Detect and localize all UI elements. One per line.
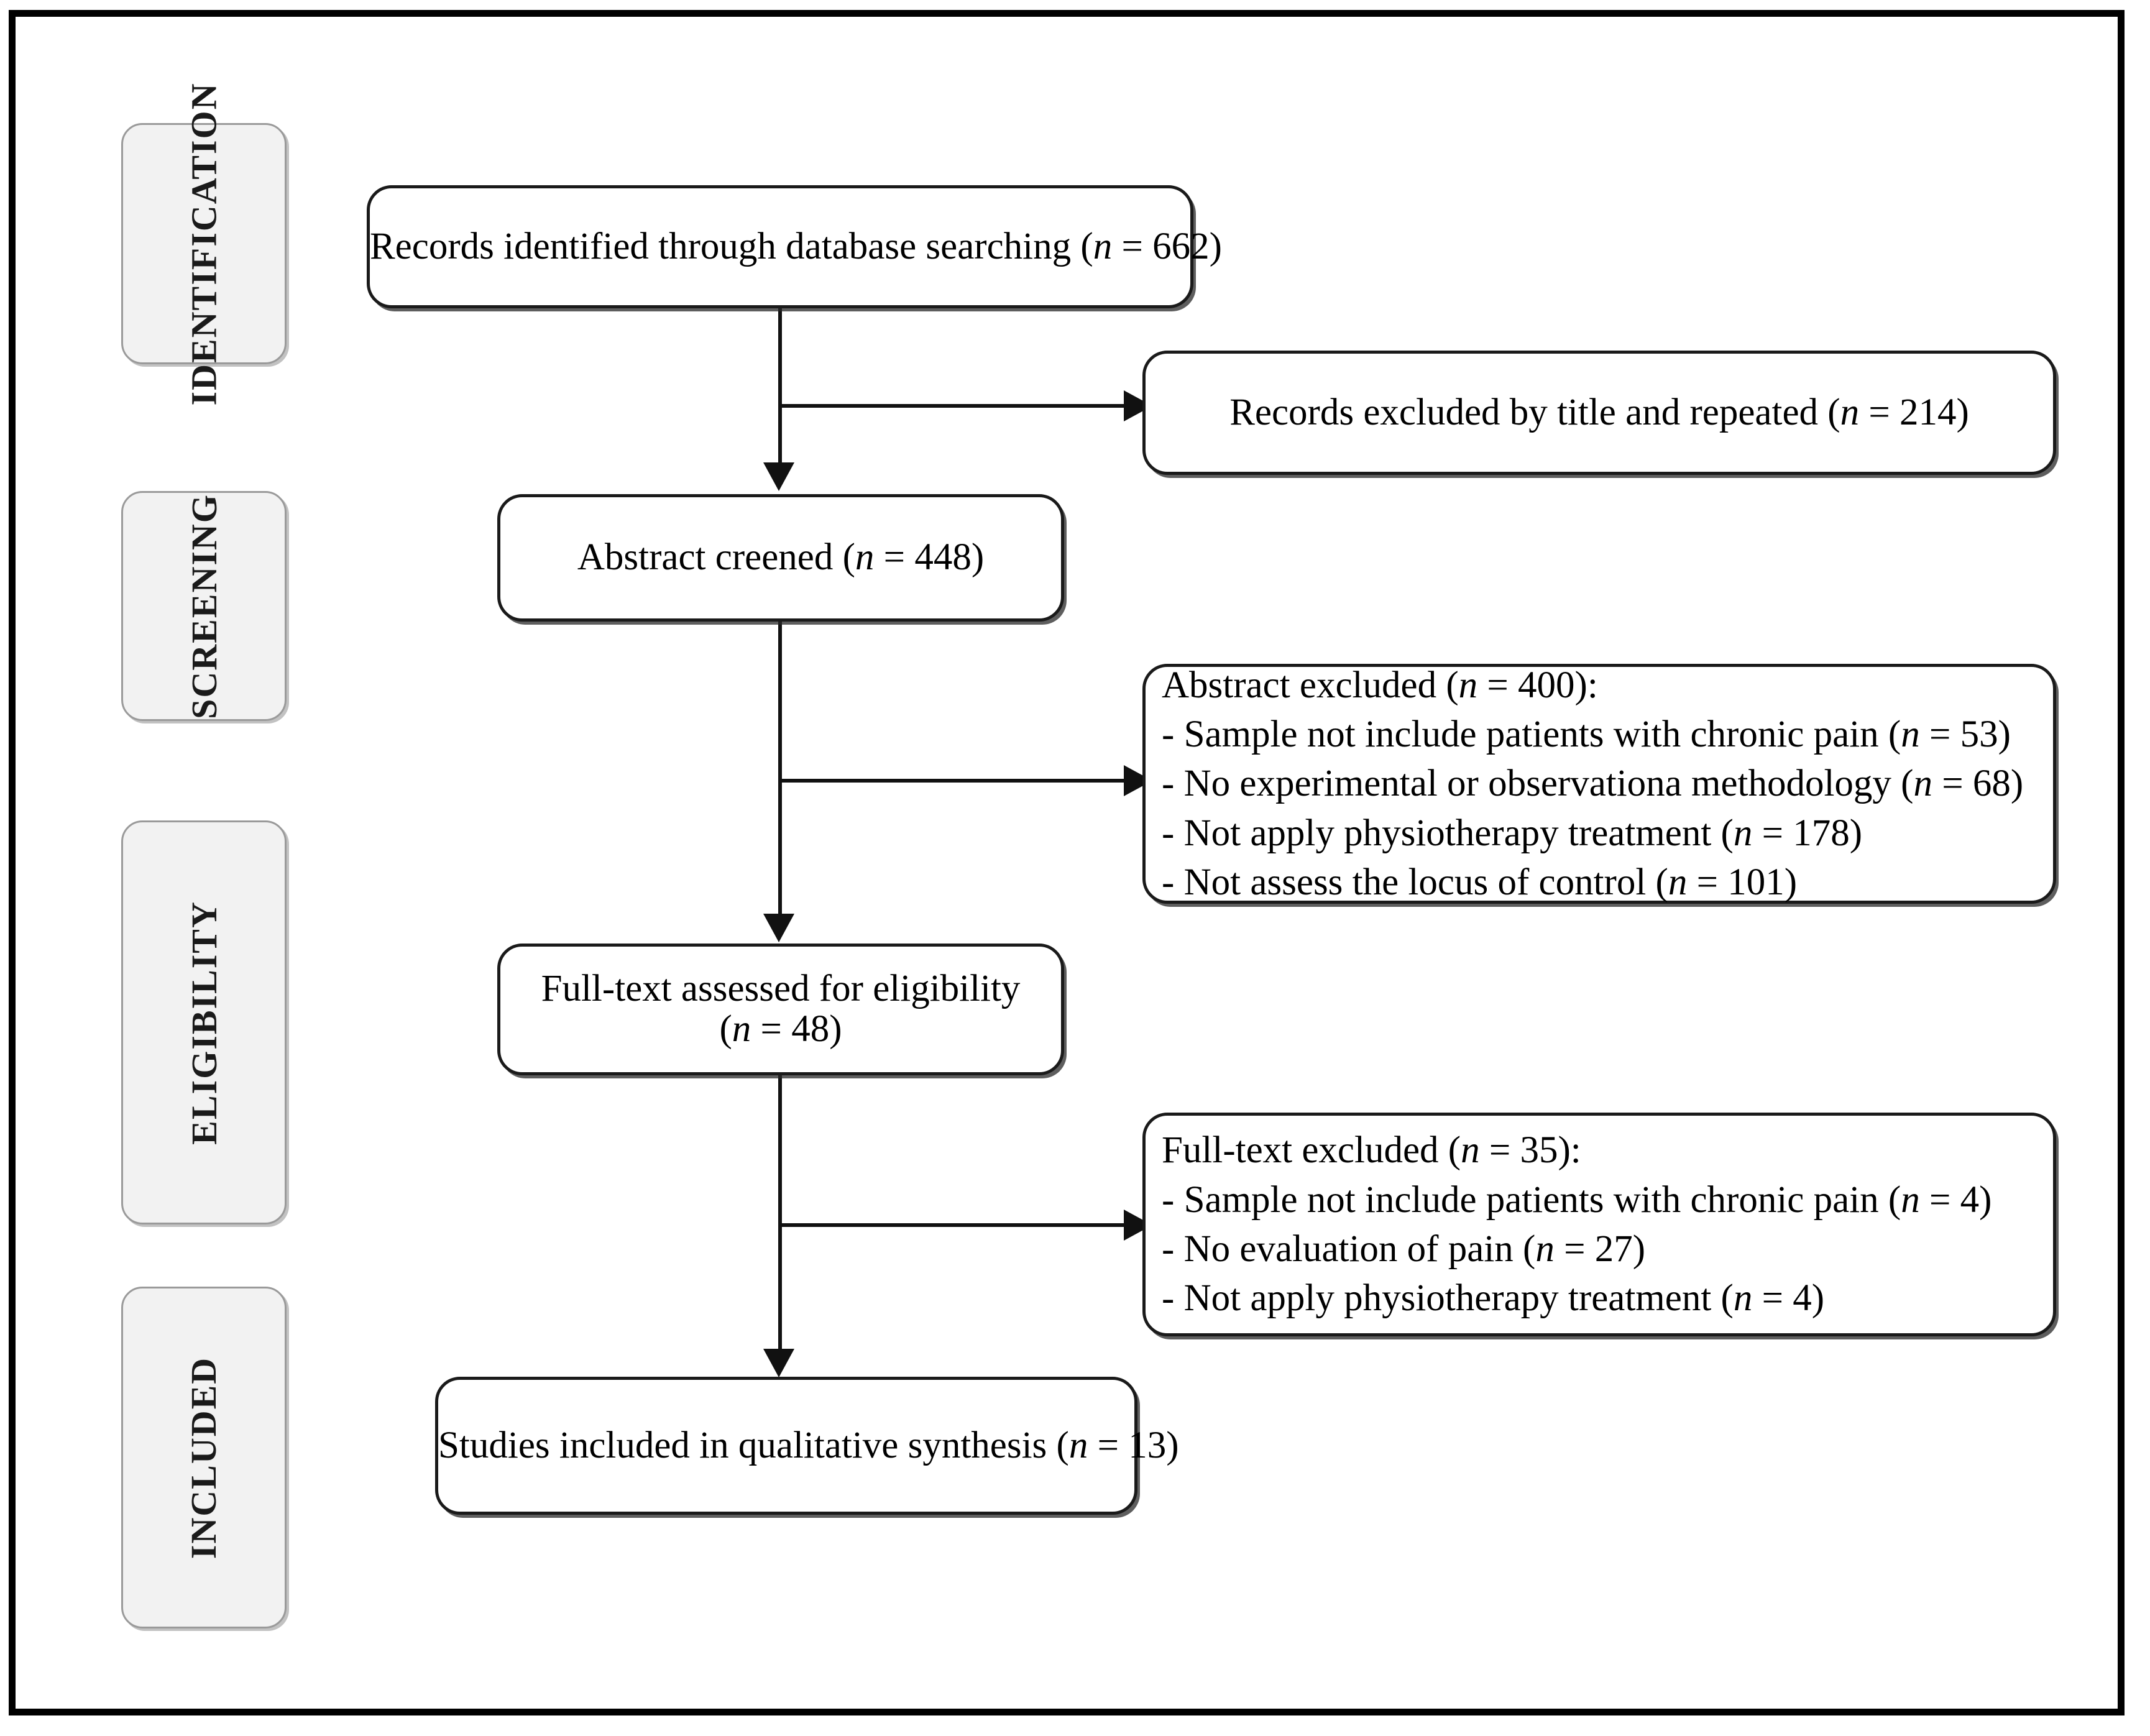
stage-box-identification: IDENTIFICATION (121, 82, 287, 405)
node-line: Records identified through database sear… (370, 225, 1222, 267)
node-studies-included-text: Studies included in qualitative synthesi… (417, 1424, 1179, 1466)
node-line: - Sample not include patients with chron… (1162, 1178, 1992, 1221)
node-abstract-screened: Abstract creened (n = 448) (497, 494, 1064, 622)
stage-box-eligibility: ELIGIBILITY (121, 820, 287, 1224)
node-line: Records excluded by title and repeated (… (1229, 391, 1969, 433)
stage-box-screening: SCREENING (121, 491, 287, 721)
node-line: - Not assess the locus of control (n = 1… (1162, 861, 1798, 903)
node-fulltext-assessed: Full-text assessed for eligibility (n = … (497, 944, 1064, 1075)
connector-branch-fulltext-excluded (778, 1223, 1126, 1227)
node-records-excluded-text: Records excluded by title and repeated (… (1146, 391, 2053, 433)
connector-branch-records-excluded (778, 404, 1126, 408)
node-abstract-excluded-text: Abstract excluded (n = 400): - Sample no… (1146, 661, 2053, 907)
node-line: Abstract excluded (n = 400): (1162, 664, 1598, 706)
stage-label-identification: IDENTIFICATION (183, 81, 224, 406)
node-line: - Not apply physiotherapy treatment (n =… (1162, 1277, 1825, 1320)
stage-label-eligibility: ELIGIBILITY (183, 900, 224, 1145)
diagram-outer-frame (9, 10, 2125, 1715)
node-abstract-screened-text: Abstract creened (n = 448) (500, 536, 1061, 579)
arrow-into-fulltext-assessed (763, 914, 794, 942)
arrow-into-studies-included (763, 1349, 794, 1377)
node-studies-included: Studies included in qualitative synthesi… (435, 1377, 1179, 1515)
node-line: Abstract creened (n = 448) (577, 536, 985, 579)
node-fulltext-assessed-text: Full-text assessed for eligibility (n = … (500, 969, 1061, 1049)
node-line: Full-text assessed for eligibility (541, 968, 1021, 1010)
connector-trunk-1 (778, 306, 782, 462)
node-line: - No experimental or observationa method… (1162, 763, 2024, 805)
connector-trunk-3 (778, 1075, 782, 1349)
stage-box-included: INCLUDED (121, 1287, 287, 1628)
node-fulltext-excluded: Full-text excluded (n = 35): - Sample no… (1142, 1113, 2056, 1336)
stage-label-included: INCLUDED (183, 1356, 224, 1559)
node-records-excluded: Records excluded by title and repeated (… (1142, 351, 2056, 475)
node-line: - No evaluation of pain (n = 27) (1162, 1228, 1646, 1270)
stage-label-screening: SCREENING (183, 493, 224, 719)
node-line: Studies included in qualitative synthesi… (438, 1424, 1179, 1466)
node-line: (n = 48) (719, 1008, 842, 1050)
connector-trunk-2 (778, 622, 782, 914)
node-line: Full-text excluded (n = 35): (1162, 1129, 1581, 1172)
arrow-into-abstract-screened (763, 462, 794, 491)
node-fulltext-excluded-text: Full-text excluded (n = 35): - Sample no… (1146, 1126, 2053, 1323)
node-line: - Not apply physiotherapy treatment (n =… (1162, 812, 1863, 854)
connector-branch-abstract-excluded (778, 779, 1126, 783)
node-records-identified: Records identified through database sear… (367, 185, 1222, 308)
node-records-identified-text: Records identified through database sear… (349, 225, 1222, 267)
node-line: - Sample not include patients with chron… (1162, 714, 2011, 756)
node-abstract-excluded: Abstract excluded (n = 400): - Sample no… (1142, 664, 2056, 904)
